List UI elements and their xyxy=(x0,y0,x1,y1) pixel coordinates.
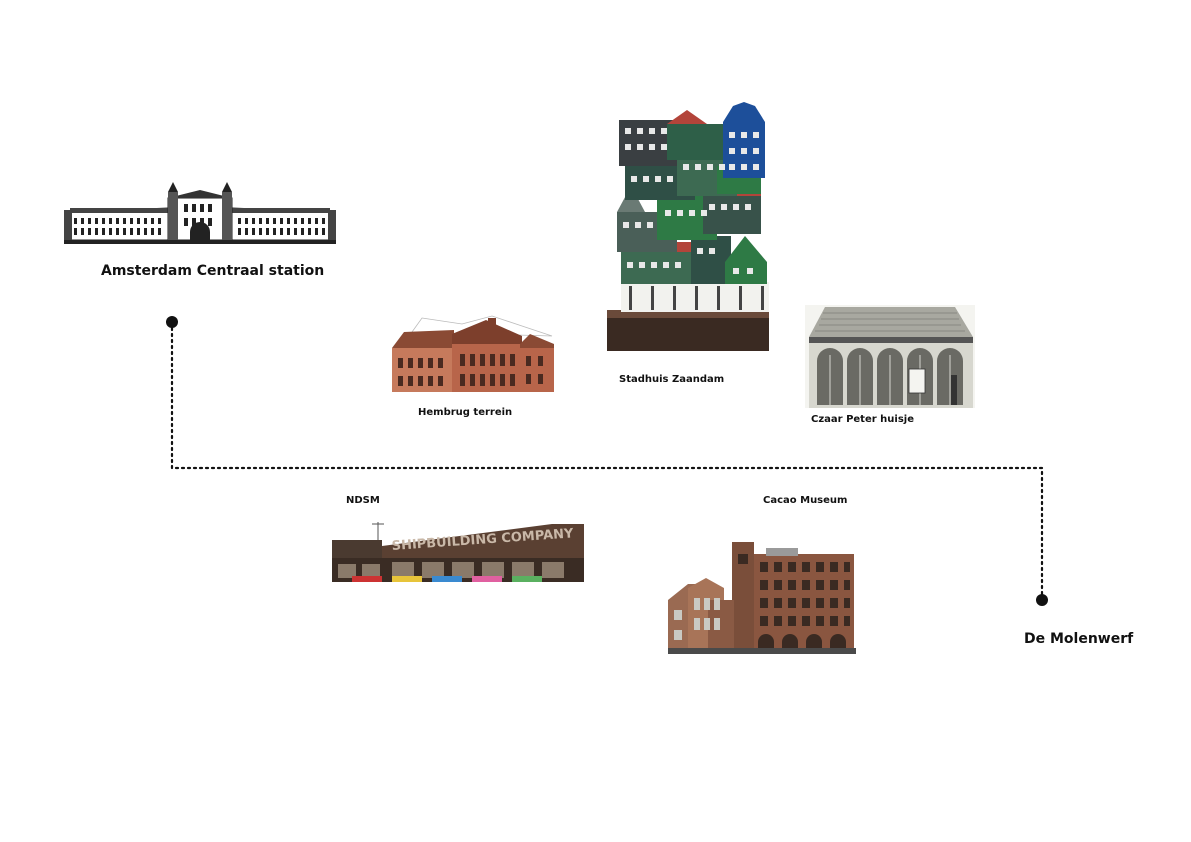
centraal-station-illustration xyxy=(64,182,336,244)
route-end-dot xyxy=(1036,594,1048,606)
start-station-label: Amsterdam Centraal station xyxy=(101,263,325,279)
end-station-label: De Molenwerf xyxy=(1024,631,1134,647)
route-start-dot xyxy=(166,316,178,328)
czaar-peter-label: Czaar Peter huisje xyxy=(811,414,914,425)
dotted-route-path xyxy=(170,320,1044,602)
stadhuis-label: Stadhuis Zaandam xyxy=(619,374,725,385)
czaar-peter-illustration xyxy=(805,305,975,408)
stadhuis-illustration xyxy=(607,102,769,351)
cacao-museum-illustration xyxy=(668,542,856,654)
hembrug-illustration xyxy=(392,315,554,392)
hembrug-label: Hembrug terrein xyxy=(418,407,513,418)
ndsm-label: NDSM xyxy=(346,495,380,506)
cacao-label: Cacao Museum xyxy=(763,495,848,506)
ndsm-illustration: SHIPBUILDING COMPANY xyxy=(332,522,584,582)
